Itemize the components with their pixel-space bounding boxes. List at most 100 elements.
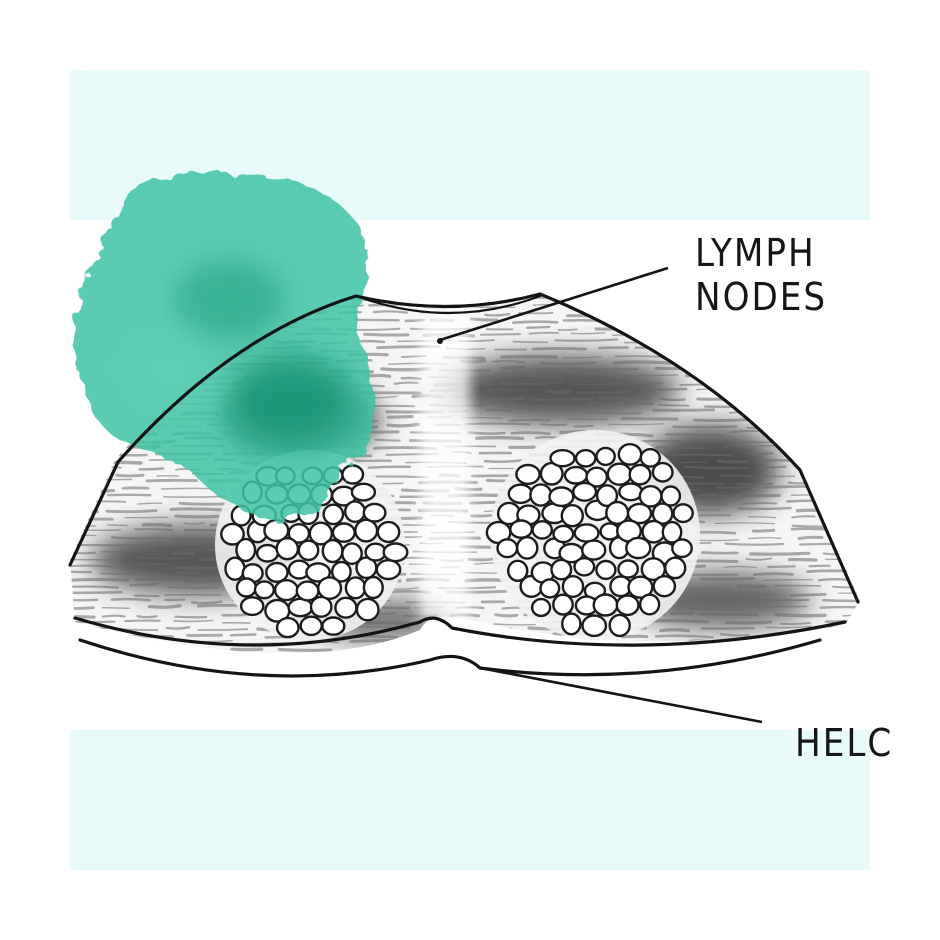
tissue-streak: [679, 383, 718, 386]
tissue-streak: [512, 320, 559, 324]
tissue-streak: [465, 422, 531, 426]
follicle-cell: [220, 522, 245, 546]
follicle-cell: [362, 575, 384, 600]
tissue-streak: [70, 415, 91, 420]
tissue-streak: [791, 515, 816, 519]
tissue-streak: [174, 514, 220, 519]
tissue-streak: [822, 599, 860, 603]
tissue-streak: [571, 382, 621, 386]
tissue-streak: [355, 626, 411, 629]
follicle-cell: [639, 447, 661, 468]
tissue-streak: [186, 657, 231, 658]
tissue-streak: [190, 600, 223, 605]
tissue-streak: [714, 522, 775, 525]
follicle-cell: [585, 466, 609, 488]
tissue-streak: [691, 359, 719, 364]
tissue-streak: [789, 320, 831, 323]
tissue-streak: [826, 635, 858, 639]
tissue-streak: [490, 401, 515, 405]
tissue-streak: [566, 367, 594, 372]
tissue-streak: [822, 643, 844, 646]
tissue-streak: [577, 390, 629, 394]
tissue-streak: [540, 361, 597, 366]
tissue-streak: [762, 485, 821, 489]
tissue-streak: [133, 594, 160, 598]
follicle-cell: [548, 486, 575, 508]
tissue-streak: [732, 341, 758, 346]
tissue-streak: [617, 648, 643, 651]
tissue-streak: [386, 422, 420, 428]
tissue-streak: [636, 439, 684, 443]
follicle-cell: [664, 556, 687, 580]
tissue-streak: [470, 514, 493, 518]
tissue-streak: [719, 474, 753, 478]
tissue-streak: [698, 612, 759, 617]
tissue-streak: [531, 398, 594, 401]
tissue-streak: [165, 626, 191, 630]
tissue-streak: [630, 324, 658, 329]
tissue-streak: [620, 417, 679, 421]
tissue-streak: [729, 429, 773, 434]
tissue-streak: [737, 506, 792, 511]
tissue-streak: [659, 397, 686, 402]
tissue-streak: [724, 620, 773, 625]
tissue-streak: [624, 341, 670, 345]
tissue-streak: [482, 396, 526, 401]
tissue-streak: [798, 542, 844, 546]
label-nodes: NODES: [695, 275, 827, 319]
tissue-streak: [775, 411, 820, 416]
tissue-streak: [70, 564, 115, 568]
tissue-streak: [767, 565, 796, 569]
follicle-cell: [563, 465, 589, 485]
tissue-streak: [639, 387, 688, 392]
tissue-streak: [475, 436, 525, 441]
follicle-cell: [515, 463, 541, 485]
follicle-cell: [595, 559, 617, 580]
tissue-streak: [790, 593, 827, 597]
follicle-cell: [617, 442, 643, 466]
tissue-streak: [825, 488, 860, 493]
tissue-streak: [863, 579, 917, 580]
tissue-streak: [101, 614, 126, 618]
tissue-streak: [699, 501, 729, 507]
tissue-streak: [829, 430, 857, 433]
tissue-streak: [530, 367, 556, 371]
follicle-cell: [235, 537, 257, 563]
tissue-streak: [70, 451, 98, 456]
follicle-cell: [507, 559, 529, 582]
tissue-streak: [761, 368, 818, 372]
tissue-streak: [458, 298, 506, 301]
tissue-streak: [70, 551, 96, 555]
tissue-streak: [717, 351, 770, 357]
tissue-streak: [386, 415, 414, 419]
tissue-streak: [408, 647, 430, 652]
follicle-cell: [341, 542, 363, 565]
tissue-streak: [529, 409, 579, 412]
follicle-cell: [305, 562, 331, 583]
follicle-cell: [672, 503, 694, 524]
follicle-cell: [382, 542, 409, 563]
tissue-streak: [789, 453, 827, 457]
tissue-streak: [70, 509, 99, 514]
follicle-cell: [321, 616, 346, 636]
tissue-streak: [652, 647, 684, 651]
follicle-cell: [239, 596, 265, 617]
tissue-streak: [719, 633, 751, 637]
follicle-cell: [560, 504, 584, 528]
follicle-cell: [507, 483, 534, 505]
tissue-streak: [790, 493, 849, 496]
tissue-streak: [359, 339, 386, 344]
tissue-streak: [806, 438, 850, 443]
follicle-cell: [275, 616, 300, 639]
tissue-streak: [723, 565, 758, 569]
tissue-streak: [612, 360, 678, 366]
tissue-streak: [464, 578, 507, 583]
tissue-streak: [652, 408, 715, 412]
tissue-streak: [136, 556, 195, 560]
tissue-streak: [672, 425, 738, 429]
follicle-cell: [376, 520, 401, 544]
tissue-streak: [757, 474, 796, 478]
tissue-streak: [745, 557, 773, 561]
tissue-streak: [863, 425, 914, 426]
tissue-streak: [724, 542, 785, 546]
